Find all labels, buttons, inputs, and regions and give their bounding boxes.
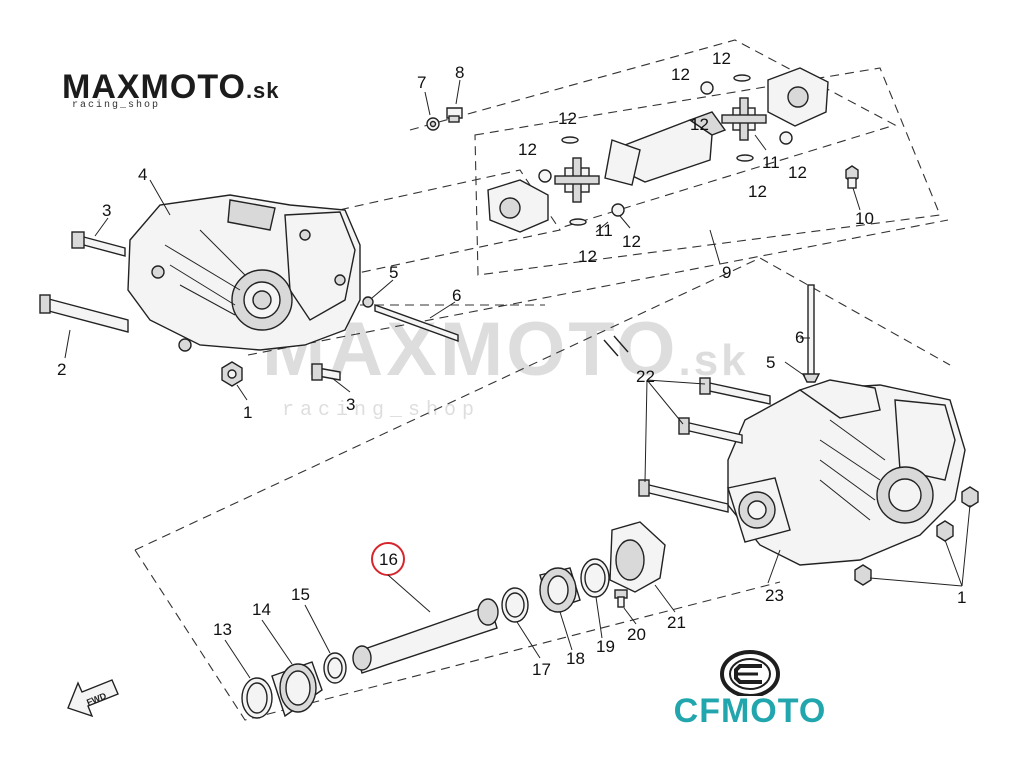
- logo-tagline: racing_shop: [72, 100, 161, 111]
- callout-13: 13: [213, 620, 232, 639]
- callout-7: 7: [417, 73, 426, 92]
- callout-3-lower: 3: [346, 395, 355, 414]
- rear-pin: [801, 284, 821, 383]
- callout-2: 2: [57, 360, 66, 379]
- callout-16: 16: [379, 550, 398, 569]
- callout-12-e: 12: [671, 65, 690, 84]
- frame-lower-left: [134, 549, 781, 721]
- callout-5-front: 5: [389, 263, 398, 282]
- cfmoto-wordmark: CFMOTO: [673, 692, 827, 730]
- callout-23: 23: [765, 586, 784, 605]
- callout-11-left: 11: [595, 221, 613, 240]
- callout-15: 15: [291, 585, 310, 604]
- fwd-arrow: FWD: [67, 679, 119, 718]
- callout-1-left: 1: [243, 403, 252, 422]
- upper-bolts: [426, 107, 859, 189]
- callout-numbers: 4 3 2 1 3 5 6 7 8 9 10 11 11 12 12 12 12…: [57, 49, 966, 679]
- callout-21: 21: [667, 613, 686, 632]
- callout-5-rear: 5: [766, 353, 775, 372]
- cfmoto-logo: CFMOTO: [650, 650, 850, 730]
- callout-10: 10: [855, 209, 874, 228]
- front-gear-case: [127, 194, 361, 352]
- callout-20: 20: [627, 625, 646, 644]
- watermark-tagline: racing_shop: [282, 399, 481, 422]
- callout-22: 22: [636, 367, 655, 386]
- front-fasteners: [39, 231, 459, 387]
- maxmoto-logo: MAXMOTO.sk racing_shop: [62, 70, 382, 114]
- callout-12-b: 12: [558, 109, 577, 128]
- callout-11-right: 11: [762, 153, 780, 172]
- callout-12-a: 12: [518, 140, 537, 159]
- rear-differential: [727, 379, 966, 566]
- callout-9: 9: [722, 263, 731, 282]
- shaft-16: [355, 604, 498, 674]
- frame-propshaft: [474, 67, 941, 276]
- callout-12-d: 12: [622, 232, 641, 251]
- callout-14: 14: [252, 600, 271, 619]
- leader-lines: [64, 79, 971, 679]
- frame-lower-diag: [134, 257, 951, 551]
- callout-12-f: 12: [712, 49, 731, 68]
- logo-suffix: .sk: [245, 78, 280, 103]
- callout-17: 17: [532, 660, 551, 679]
- callout-8: 8: [455, 63, 464, 82]
- break-mark: [603, 335, 629, 357]
- cfmoto-emblem-icon: [720, 650, 780, 696]
- callout-6-front: 6: [452, 286, 461, 305]
- callout-12-h: 12: [748, 182, 767, 201]
- logo-name: MAXMOTO: [62, 68, 246, 106]
- callout-18: 18: [566, 649, 585, 668]
- callout-12-c: 12: [578, 247, 597, 266]
- callout-12-i: 12: [788, 163, 807, 182]
- watermark-suffix: .sk: [678, 336, 749, 385]
- callout-6-rear: 6: [795, 328, 804, 347]
- rear-bolts: [638, 377, 979, 586]
- input-shaft-assembly: [241, 521, 666, 719]
- callout-12-g: 12: [690, 115, 709, 134]
- callout-3-left: 3: [102, 201, 111, 220]
- callout-19: 19: [596, 637, 615, 656]
- callout-1-right: 1: [957, 588, 966, 607]
- propeller-shaft: [487, 67, 829, 233]
- callout-4: 4: [138, 165, 147, 184]
